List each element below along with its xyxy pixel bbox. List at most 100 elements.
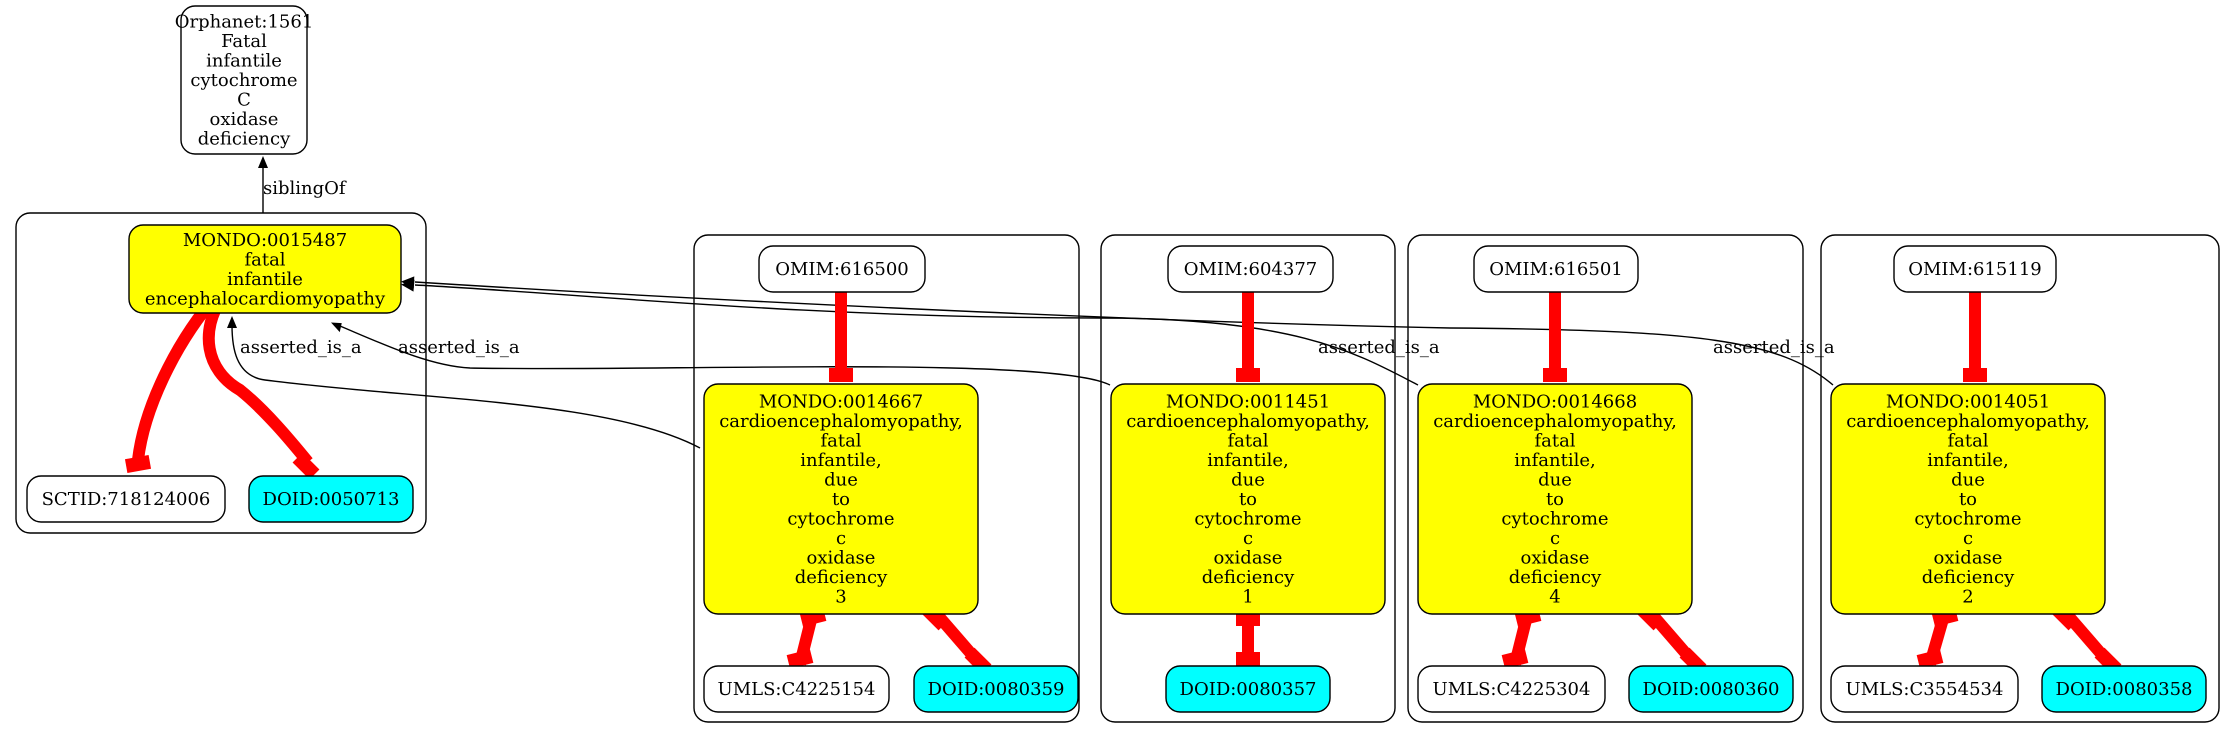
node-label-line: oxidase <box>807 548 876 569</box>
node-label-line: due <box>1538 470 1572 491</box>
node-mondo14051: MONDO:0014051cardioencephalomyopathy,fat… <box>1830 383 2106 615</box>
node-label-line: cytochrome <box>1914 509 2021 530</box>
node-label-line: DOID:0050713 <box>263 489 400 510</box>
node-box <box>1628 665 1794 713</box>
node-label-line: UMLS:C3554534 <box>1846 679 2004 700</box>
node-box <box>758 245 926 293</box>
node-label-line: cardioencephalomyopathy, <box>1846 411 2090 432</box>
node-box <box>26 475 226 523</box>
node-mondo15487: MONDO:0015487fatalinfantileencephalocard… <box>128 224 402 314</box>
node-box <box>2041 665 2207 713</box>
node-doid80358: DOID:0080358 <box>2041 665 2207 713</box>
node-label-line: fatal <box>1947 431 1988 452</box>
node-box <box>1167 245 1334 293</box>
node-label-line: infantile <box>227 269 303 290</box>
node-label-line: fatal <box>1534 431 1575 452</box>
node-label-line: UMLS:C4225154 <box>718 679 876 700</box>
edge-asserted-is-a-14667 <box>231 324 701 449</box>
node-label-line: MONDO:0014668 <box>1473 392 1637 413</box>
node-label-line: to <box>1239 489 1257 510</box>
node-doid80360: DOID:0080360 <box>1628 665 1794 713</box>
edge-label-sibling-of: siblingOf <box>263 178 347 199</box>
arrowhead-asserted-14051 <box>401 276 415 289</box>
node-label-line: c <box>1243 528 1253 549</box>
node-label-line: due <box>824 470 858 491</box>
tee-marker <box>1236 368 1260 382</box>
node-box <box>248 475 414 523</box>
node-label-line: to <box>1546 489 1564 510</box>
node-doid80359: DOID:0080359 <box>913 665 1079 713</box>
node-label-line: OMIM:604377 <box>1184 259 1318 280</box>
node-box <box>1110 383 1386 615</box>
edge-label-asserted-is-a: asserted_is_a <box>1318 337 1440 358</box>
node-label-line: fatal <box>244 249 285 270</box>
node-label-line: oxidase <box>1214 548 1283 569</box>
tee-marker <box>292 452 320 480</box>
node-label-line: fatal <box>1227 431 1268 452</box>
node-label-line: SCTID:718124006 <box>42 489 211 510</box>
arrowhead-asserted-14667 <box>227 316 237 328</box>
edge-xref-sctid <box>132 293 220 461</box>
tee-marker <box>1501 649 1529 669</box>
node-doid50713: DOID:0050713 <box>248 475 414 523</box>
node-label-line: cardioencephalomyopathy, <box>1433 411 1677 432</box>
node-label-line: c <box>1963 528 1973 549</box>
node-label-line: deficiency <box>198 129 291 150</box>
node-box <box>1165 665 1331 713</box>
node-label-line: oxidase <box>210 109 279 130</box>
node-box <box>1893 245 2057 293</box>
node-box <box>128 224 402 314</box>
node-box <box>1417 383 1693 615</box>
node-label-line: oxidase <box>1934 548 2003 569</box>
node-label-line: UMLS:C4225304 <box>1433 679 1591 700</box>
node-label-line: MONDO:0014667 <box>759 392 923 413</box>
node-label-line: DOID:0080357 <box>1180 679 1317 700</box>
node-label-line: infantile, <box>1514 450 1595 471</box>
node-umls4225304: UMLS:C4225304 <box>1417 665 1606 713</box>
cluster-mondo-0014051 <box>1820 234 2220 723</box>
node-label-line: DOID:0080360 <box>1643 679 1780 700</box>
tee-marker <box>1543 368 1567 382</box>
edge-asserted-is-a-14668 <box>414 284 1419 386</box>
node-mondo11451: MONDO:0011451cardioencephalomyopathy,fat… <box>1110 383 1386 615</box>
tee-marker <box>1916 649 1944 669</box>
tee-marker <box>124 455 152 473</box>
node-label-line: due <box>1951 470 1985 491</box>
edge-label-asserted-is-a: asserted_is_a <box>398 337 520 358</box>
node-label-line: encephalocardiomyopathy <box>145 288 386 309</box>
node-label-line: OMIM:616500 <box>775 259 909 280</box>
node-label-line: infantile, <box>1207 450 1288 471</box>
edge-asserted-is-a-11451 <box>339 325 1111 386</box>
cluster-mondo-0014668 <box>1407 234 1804 723</box>
node-label-line: to <box>1959 489 1977 510</box>
edge-label-asserted-is-a: asserted_is_a <box>1713 337 1835 358</box>
node-label-line: deficiency <box>1922 567 2015 588</box>
node-box <box>703 383 979 615</box>
node-label-line: Orphanet:1561 <box>175 12 314 33</box>
tee-marker <box>829 368 853 382</box>
node-label-line: cytochrome <box>190 70 297 91</box>
node-label-line: MONDO:0014051 <box>1886 392 2050 413</box>
node-mondo14668: MONDO:0014668cardioencephalomyopathy,fat… <box>1417 383 1693 615</box>
edge-label-asserted-is-a: asserted_is_a <box>240 337 362 358</box>
node-box <box>1417 665 1606 713</box>
node-box <box>1830 665 2019 713</box>
node-label-line: 4 <box>1549 587 1560 608</box>
cluster-mondo-0015487 <box>15 212 427 534</box>
node-label-line: cardioencephalomyopathy, <box>1126 411 1370 432</box>
node-label-line: OMIM:616501 <box>1489 259 1623 280</box>
tee-marker <box>1236 652 1260 666</box>
node-label-line: OMIM:615119 <box>1908 259 2042 280</box>
tee-marker <box>1963 368 1987 382</box>
node-label-line: 3 <box>835 587 846 608</box>
node-label-line: c <box>1550 528 1560 549</box>
node-label-line: infantile <box>206 51 282 72</box>
node-label-line: DOID:0080359 <box>928 679 1065 700</box>
node-box <box>913 665 1079 713</box>
node-box <box>1830 383 2106 615</box>
edge-xref-doid-0050713 <box>202 294 313 466</box>
node-omim616501: OMIM:616501 <box>1473 245 1639 293</box>
node-label-line: DOID:0080358 <box>2056 679 2193 700</box>
node-mondo14667: MONDO:0014667cardioencephalomyopathy,fat… <box>703 383 979 615</box>
